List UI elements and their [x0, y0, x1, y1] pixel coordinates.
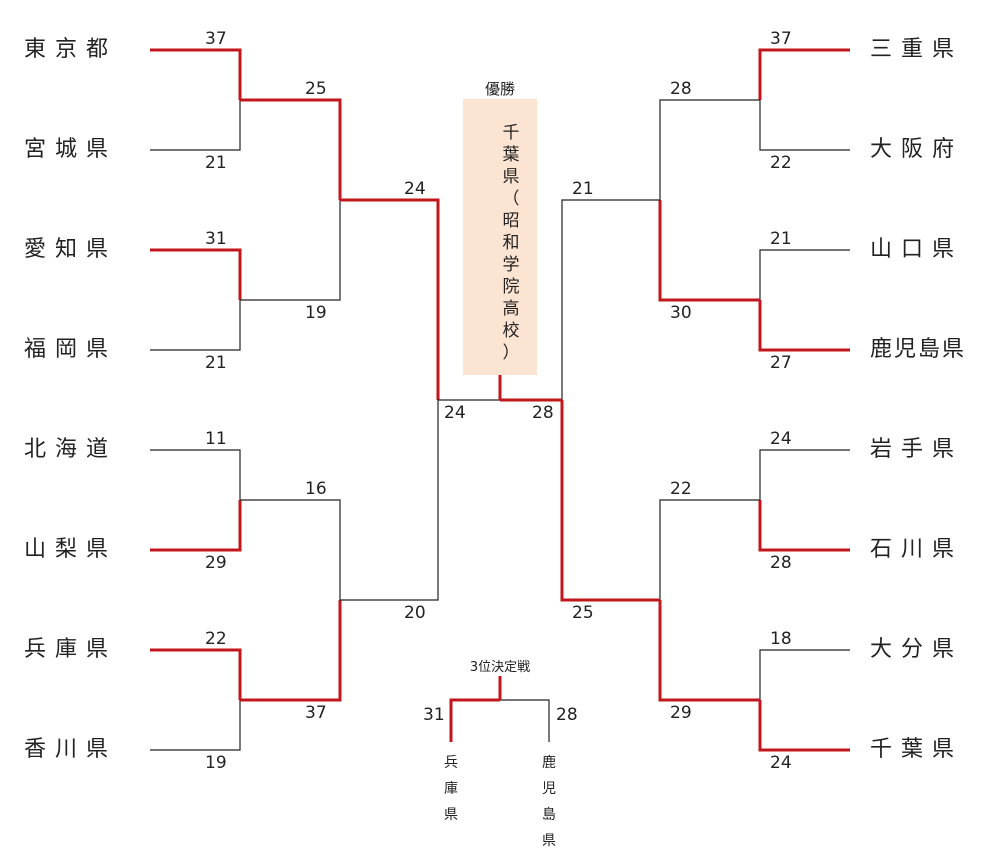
- team-name-left: 山梨県: [24, 537, 118, 562]
- match-line-left-r1: [150, 500, 242, 552]
- score-label: 37: [205, 29, 227, 49]
- match-line-right-qf: [658, 600, 760, 702]
- score-label: 27: [770, 353, 792, 373]
- team-name-left: 宮城県: [24, 137, 118, 162]
- score-label: 37: [305, 703, 327, 723]
- score-label: 20: [404, 603, 426, 623]
- match-line-right-sf: [561, 199, 660, 400]
- third-place-line-left: [449, 698, 500, 742]
- match-line-left-sf: [340, 400, 439, 601]
- score-label: 29: [670, 703, 692, 723]
- match-line-left-r1: [150, 300, 241, 351]
- score-label: 24: [770, 753, 792, 773]
- match-line-left-sf: [340, 198, 440, 400]
- team-name-left: 東京都: [24, 37, 118, 62]
- match-line-right-r1: [758, 48, 850, 100]
- match-line-left-r1: [150, 48, 242, 100]
- score-label: 25: [305, 79, 327, 99]
- score-label: 31: [205, 229, 227, 249]
- match-line-right-qf: [658, 200, 760, 302]
- score-label: 21: [770, 229, 792, 249]
- score-label: 22: [670, 479, 692, 499]
- score-label: 11: [205, 429, 227, 449]
- match-line-left-r1: [150, 100, 241, 151]
- match-line-left-qf: [240, 98, 342, 200]
- score-label: 21: [205, 353, 227, 373]
- score-label: 28: [556, 705, 578, 725]
- champion-name: 千葉県（昭和学院高校）: [502, 123, 520, 363]
- score-label: 28: [770, 553, 792, 573]
- third-place-right-team: 鹿児島県: [542, 755, 556, 849]
- team-name-left: 香川県: [24, 737, 118, 762]
- team-name-right: 山口県: [870, 237, 964, 262]
- score-label: 28: [670, 79, 692, 99]
- score-label: 30: [670, 303, 692, 323]
- match-line-left-r1: [150, 449, 241, 500]
- match-line-left-r1: [150, 248, 242, 300]
- score-label: 25: [572, 603, 594, 623]
- score-label: 28: [532, 403, 554, 423]
- score-label: 24: [770, 429, 792, 449]
- team-name-right: 千葉県: [870, 737, 964, 762]
- score-label: 22: [770, 153, 792, 173]
- match-line-right-r1: [758, 500, 850, 552]
- score-label: 22: [205, 629, 227, 649]
- match-line-right-r1: [758, 700, 850, 752]
- match-line-right-r1: [759, 100, 850, 151]
- team-name-right: 大分県: [870, 637, 964, 662]
- score-label: 21: [572, 179, 594, 199]
- match-line-right-qf: [659, 499, 760, 600]
- score-label: 37: [770, 29, 792, 49]
- team-name-left: 福岡県: [24, 337, 118, 362]
- match-line-left-r1: [150, 700, 241, 751]
- score-label: 19: [305, 303, 327, 323]
- match-line-right-r1: [759, 449, 850, 500]
- team-name-left: 愛知県: [24, 237, 118, 262]
- third-place-caption: 3位決定戦: [469, 660, 531, 675]
- score-label: 19: [205, 753, 227, 773]
- score-label: 18: [770, 629, 792, 649]
- score-label: 21: [205, 153, 227, 173]
- match-line-left-qf: [240, 499, 341, 600]
- match-line-right-r1: [759, 649, 850, 700]
- score-label: 29: [205, 553, 227, 573]
- match-line-right-sf: [560, 400, 660, 602]
- score-label: 31: [423, 705, 445, 725]
- team-name-left: 兵庫県: [24, 637, 118, 662]
- score-label: 24: [404, 179, 426, 199]
- champion-box: [463, 99, 537, 375]
- match-line-right-qf: [659, 99, 760, 200]
- third-place-left-team: 兵庫県: [444, 755, 458, 823]
- match-line-right-r1: [759, 249, 850, 300]
- third-place-line-right: [500, 699, 550, 742]
- score-label: 24: [444, 403, 466, 423]
- match-line-right-r1: [758, 300, 850, 352]
- score-label: 16: [305, 479, 327, 499]
- team-name-left: 北海道: [24, 437, 118, 462]
- match-line-left-r1: [150, 648, 242, 700]
- team-name-right: 三重県: [870, 37, 964, 62]
- team-name-right: 鹿児島県: [870, 337, 967, 362]
- champion-caption: 優勝: [484, 80, 515, 98]
- team-name-right: 岩手県: [870, 437, 964, 462]
- match-line-left-qf: [240, 200, 341, 301]
- match-line-left-qf: [240, 600, 342, 702]
- team-name-right: 石川県: [870, 537, 964, 562]
- team-name-right: 大阪府: [870, 137, 964, 162]
